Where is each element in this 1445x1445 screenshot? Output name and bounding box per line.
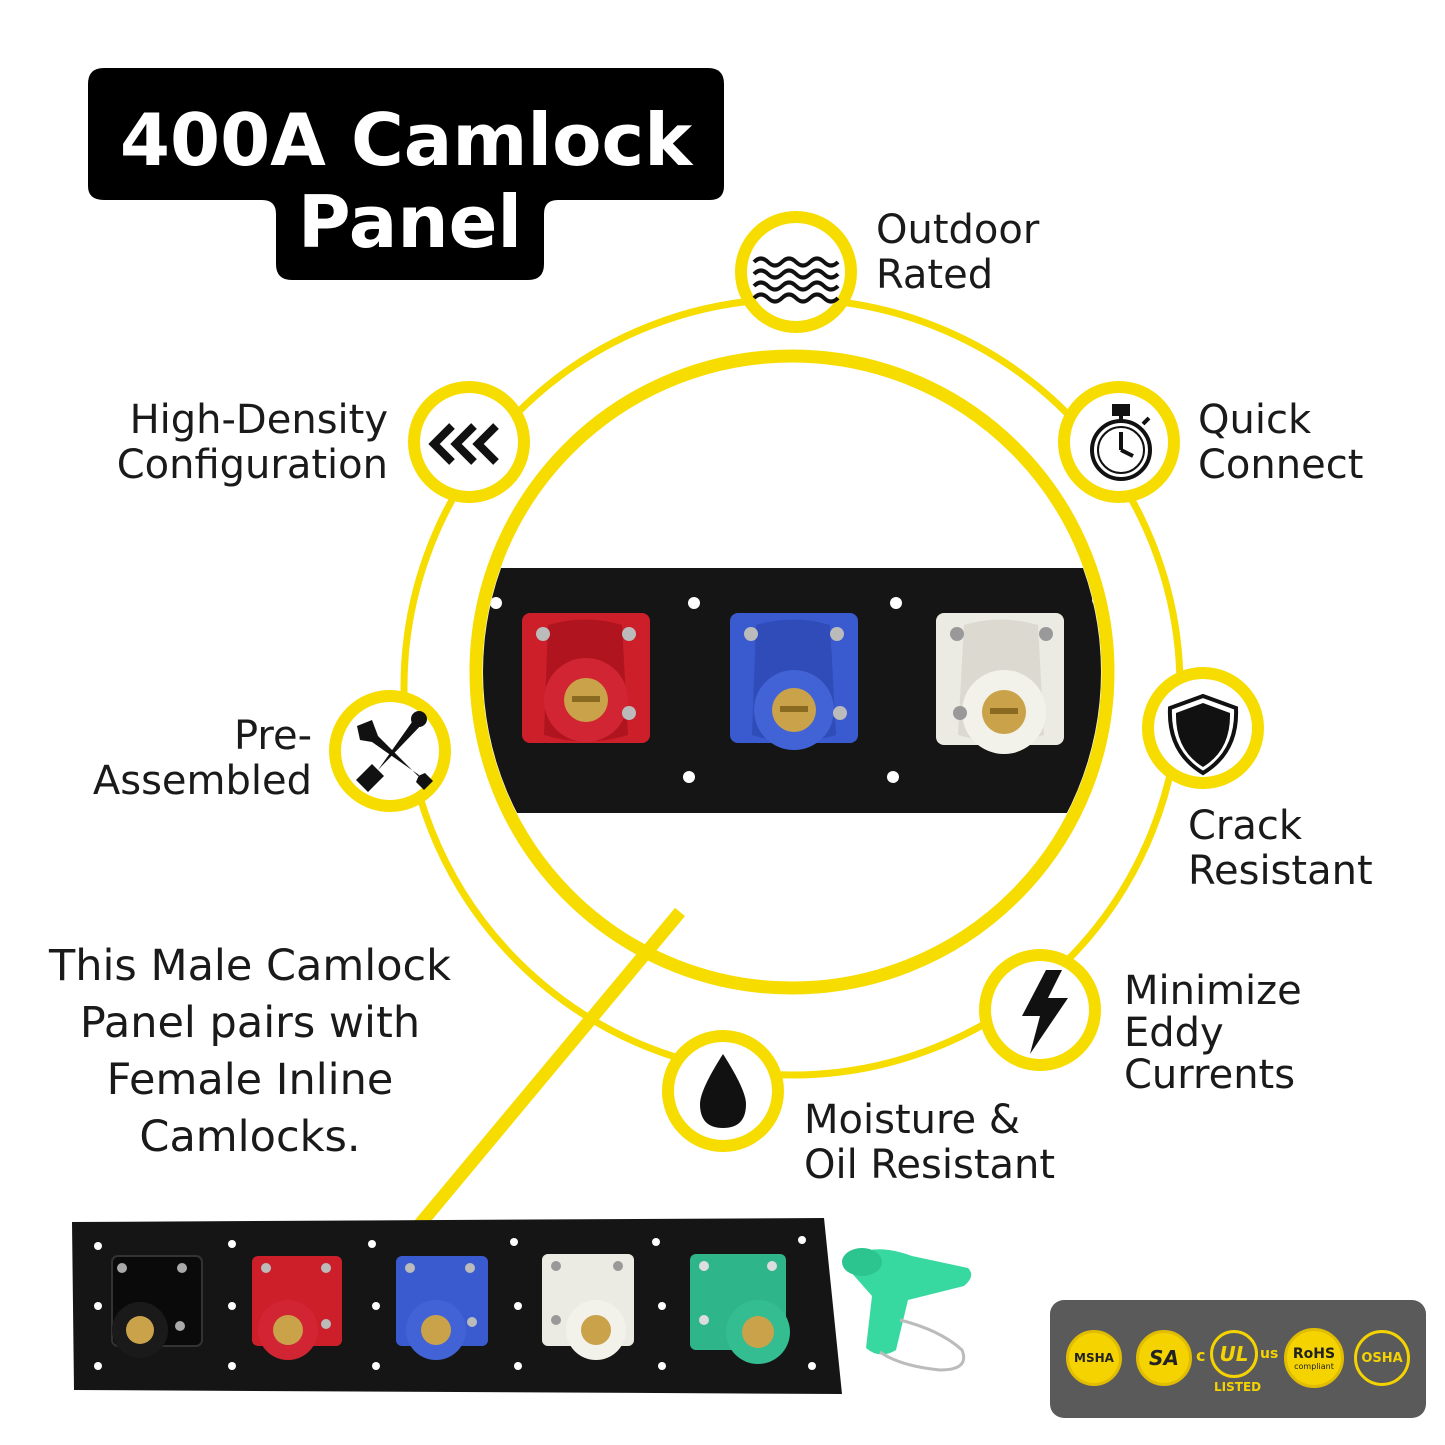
- stopwatch-icon: [1090, 404, 1152, 481]
- lightning-bolt-icon: [1022, 970, 1068, 1054]
- red-connector: [252, 1256, 342, 1360]
- feature-quick-connect: Quick Connect: [1198, 397, 1364, 488]
- wrench-screwdriver-icon: [356, 711, 433, 792]
- title-background-shape: [88, 68, 724, 280]
- green-protective-cap: [842, 1248, 972, 1372]
- pairing-description: This Male Camlock Panel pairs with Femal…: [48, 941, 452, 1162]
- feature-high-density-configuration: High-Density Configuration: [116, 397, 388, 488]
- ul-listed-logo: c UL us LISTED: [1196, 1322, 1280, 1398]
- osha-logo: OSHA: [1354, 1330, 1410, 1386]
- title-line-2: Panel: [297, 180, 523, 264]
- triple-chevron-left-icon: [428, 423, 499, 465]
- white-connector: [542, 1254, 634, 1360]
- shield-icon: [1167, 693, 1239, 776]
- zoomed-blue-connector: [730, 613, 858, 750]
- water-drop-icon: [700, 1054, 746, 1128]
- title-line-1: 400A Camlock: [119, 98, 693, 182]
- black-connector: [111, 1255, 203, 1358]
- ul-circle: UL: [1210, 1330, 1258, 1378]
- csa-logo: SA: [1136, 1330, 1192, 1386]
- rohs-logo: RoHS compliant: [1284, 1328, 1344, 1388]
- waves-icon: [752, 256, 840, 304]
- zoomed-red-connector: [522, 613, 650, 743]
- feature-pre-assembled: Pre- Assembled: [92, 713, 312, 804]
- msha-logo: MSHA: [1066, 1330, 1122, 1386]
- feature-outdoor-rated: Outdoor Rated: [876, 207, 1040, 298]
- blue-connector: [396, 1256, 488, 1360]
- green-connector: [690, 1254, 790, 1364]
- certifications-panel: MSHA SA c UL us LISTED RoHS compliant OS…: [1050, 1300, 1426, 1418]
- feature-moisture-oil-resistant: Moisture & Oil Resistant: [804, 1097, 1056, 1188]
- feature-crack-resistant: Crack Resistant: [1188, 803, 1373, 894]
- zoomed-white-connector: [936, 613, 1064, 754]
- pointer-line: [381, 907, 685, 1270]
- inner-ring: [469, 349, 1115, 995]
- feature-minimize-eddy-currents: Minimize Eddy Currents: [1124, 968, 1302, 1098]
